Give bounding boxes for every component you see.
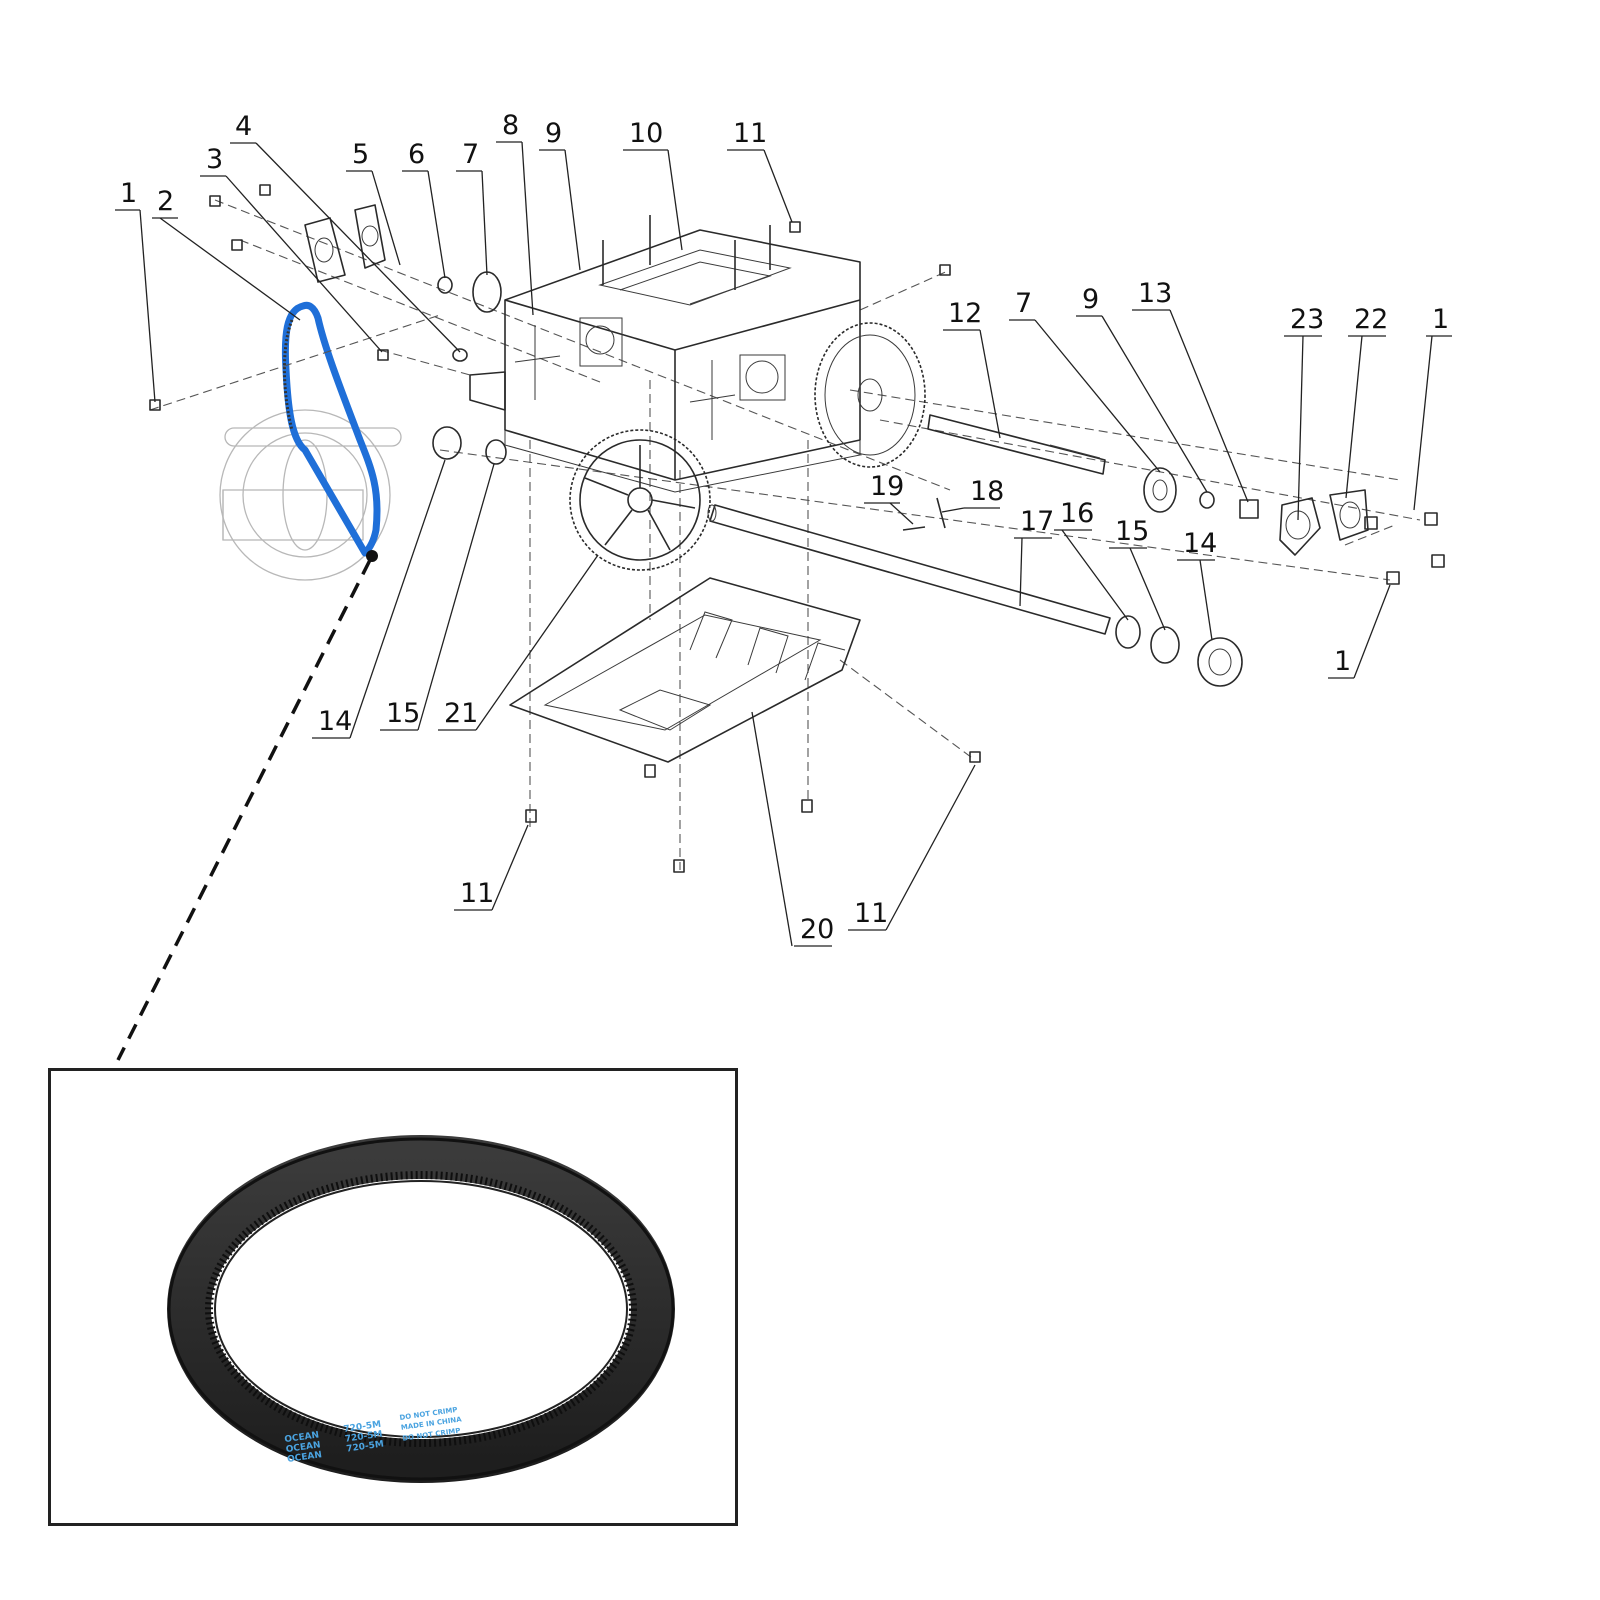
callout-12: 12 — [943, 298, 1001, 439]
callout-1-top-right: 1 — [1413, 304, 1452, 511]
callout-14-right: 14 — [1177, 528, 1217, 641]
svg-text:15: 15 — [1115, 516, 1149, 547]
svg-text:16: 16 — [1060, 498, 1094, 529]
svg-text:23: 23 — [1290, 304, 1324, 335]
belt-leader-line — [116, 559, 372, 1061]
callout-2: 2 — [152, 186, 301, 321]
callout-21: 21 — [438, 554, 599, 731]
svg-text:OCEAN: OCEAN — [284, 1430, 320, 1445]
callout-7-left: 7 — [456, 139, 488, 276]
svg-text:1: 1 — [1432, 304, 1449, 335]
driven-gear[interactable] — [814, 322, 926, 468]
svg-text:19: 19 — [870, 471, 904, 502]
pins[interactable] — [902, 497, 946, 531]
callout-11-bottom-left: 11 — [454, 824, 529, 911]
svg-text:11: 11 — [460, 878, 494, 909]
callout-labels: 1 2 3 4 5 6 7 — [115, 110, 1452, 947]
svg-text:13: 13 — [1138, 278, 1172, 309]
callout-11-top: 11 — [727, 118, 793, 223]
svg-text:21: 21 — [444, 698, 478, 729]
svg-text:11: 11 — [733, 118, 767, 149]
right-side-hardware[interactable] — [1115, 467, 1445, 687]
callout-9-left: 9 — [539, 118, 581, 271]
bottom-plate[interactable] — [509, 577, 981, 873]
svg-text:7: 7 — [462, 139, 479, 170]
drive-belt-highlight[interactable] — [281, 301, 381, 562]
svg-text:18: 18 — [970, 476, 1004, 507]
callout-16: 16 — [1054, 498, 1129, 621]
callout-3: 3 — [200, 144, 383, 353]
svg-text:6: 6 — [408, 139, 425, 170]
svg-text:14: 14 — [318, 706, 352, 737]
svg-text:3: 3 — [206, 144, 223, 175]
callout-15-right: 15 — [1109, 516, 1166, 631]
callout-14-left: 14 — [312, 459, 446, 739]
callout-15-left: 15 — [380, 463, 495, 731]
svg-text:8: 8 — [502, 110, 519, 141]
callout-1-bottom-right: 1 — [1328, 584, 1391, 679]
callout-11-bottom-right: 11 — [848, 764, 976, 931]
auger-housing-ghost — [219, 409, 402, 581]
frame-housing[interactable] — [469, 215, 861, 493]
svg-text:1: 1 — [1334, 646, 1351, 677]
callout-7-right: 7 — [1009, 288, 1161, 473]
svg-text:9: 9 — [545, 118, 562, 149]
callout-5: 5 — [346, 139, 401, 266]
svg-text:OCEAN: OCEAN — [285, 1440, 321, 1455]
axle-17[interactable] — [707, 504, 1111, 635]
callout-13: 13 — [1132, 278, 1249, 503]
callout-6: 6 — [402, 139, 446, 279]
svg-text:14: 14 — [1183, 528, 1217, 559]
svg-text:20: 20 — [800, 914, 834, 945]
callout-8: 8 — [496, 110, 534, 316]
callout-22: 22 — [1345, 304, 1388, 499]
callout-18: 18 — [941, 476, 1004, 513]
svg-text:2: 2 — [157, 186, 174, 217]
svg-text:7: 7 — [1015, 288, 1032, 319]
svg-text:17: 17 — [1020, 506, 1054, 537]
svg-text:OCEAN: OCEAN — [287, 1450, 323, 1465]
belt-detail-inset: OCEAN 720-5M DO NOT CRIMP MADE IN CHINA … — [48, 1068, 738, 1526]
svg-text:10: 10 — [629, 118, 663, 149]
svg-text:4: 4 — [235, 111, 252, 142]
callout-23: 23 — [1284, 304, 1324, 521]
shaft-12[interactable] — [927, 414, 1106, 475]
svg-text:15: 15 — [386, 698, 420, 729]
callout-19: 19 — [864, 471, 914, 525]
svg-text:9: 9 — [1082, 284, 1099, 315]
callout-4: 4 — [230, 111, 461, 353]
assembly-axes — [149, 199, 1421, 870]
svg-text:11: 11 — [854, 898, 888, 929]
svg-text:1: 1 — [120, 178, 137, 209]
svg-text:22: 22 — [1354, 304, 1388, 335]
drive-gear[interactable] — [569, 429, 711, 571]
callout-10: 10 — [623, 118, 683, 251]
callout-9-right: 9 — [1076, 284, 1208, 493]
callout-20: 20 — [751, 711, 834, 947]
callout-17: 17 — [1014, 506, 1054, 607]
svg-text:5: 5 — [352, 139, 369, 170]
svg-text:12: 12 — [948, 298, 982, 329]
timing-belt-image[interactable]: OCEAN 720-5M DO NOT CRIMP MADE IN CHINA … — [51, 1071, 735, 1523]
belt-print: OCEAN 720-5M DO NOT CRIMP MADE IN CHINA … — [284, 1406, 463, 1465]
callout-1-left: 1 — [115, 178, 156, 403]
